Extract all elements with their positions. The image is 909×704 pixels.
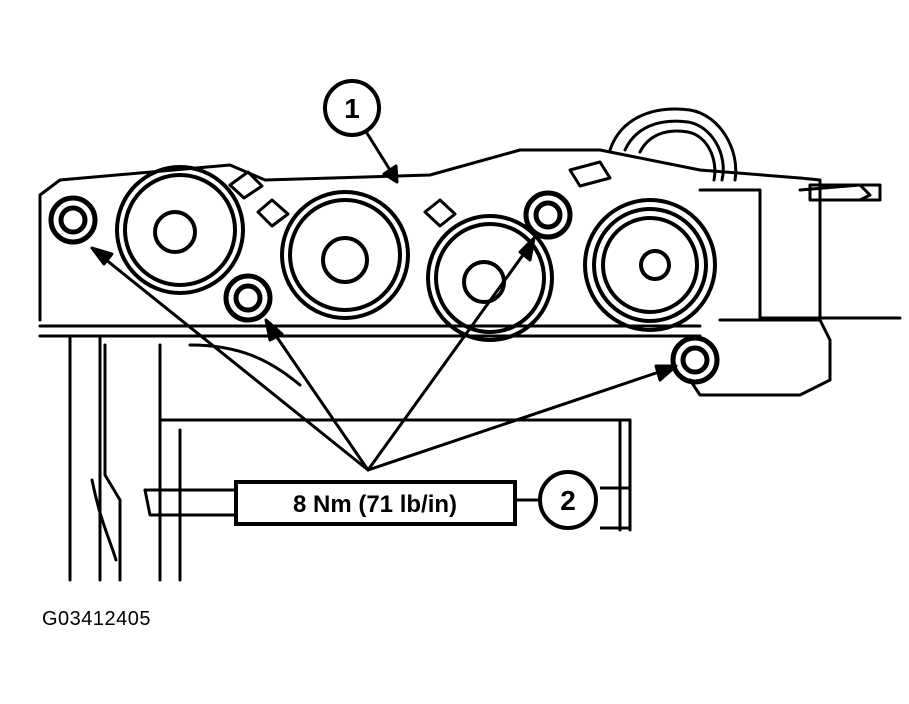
lower-housing: [38, 324, 702, 582]
callout-2-bubble: 2: [538, 470, 598, 530]
callout-1-number: 1: [344, 93, 360, 124]
bolt-3: [523, 190, 573, 240]
solenoid-center: [280, 190, 410, 320]
figure-id: G03412405: [42, 608, 152, 630]
bolt-2: [223, 273, 273, 323]
torque-arrows: [90, 236, 678, 472]
solenoid-left: [115, 165, 245, 295]
valve-body-plate: [38, 148, 902, 397]
solenoid-far-right: [583, 198, 717, 332]
electrical-connector: [608, 107, 882, 202]
callout-2-number: 2: [560, 485, 576, 516]
callout-1-bubble: 1: [323, 79, 381, 137]
bracket-right: [600, 486, 632, 530]
torque-label: 8 Nm (71 lb/in): [293, 491, 457, 518]
bolt-4: [670, 335, 720, 385]
bracket-tabs: [228, 160, 612, 228]
callout-1-leader: [363, 128, 399, 184]
torque-label-box: 8 Nm (71 lb/in): [234, 480, 517, 526]
bolt-1: [48, 195, 98, 245]
